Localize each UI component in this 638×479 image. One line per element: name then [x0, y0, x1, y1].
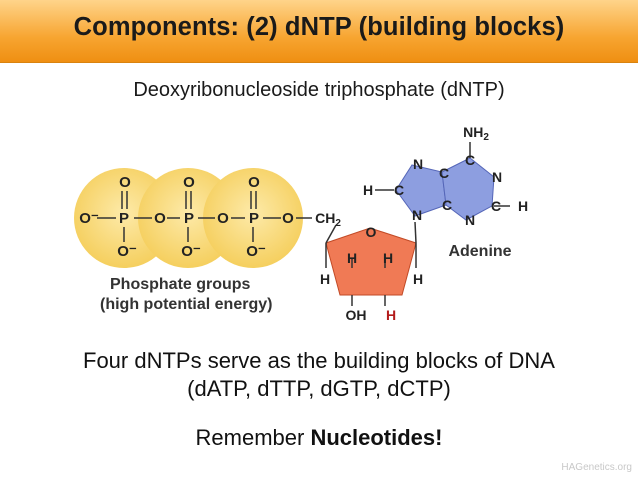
added-h-label: H [386, 307, 396, 323]
atom-n1: N [492, 169, 502, 185]
atom-oh: OH [346, 307, 367, 323]
atom-p-1: P [119, 210, 129, 227]
atom-o-bottom-2: O⁻ [181, 243, 201, 260]
atom-c6: C [465, 152, 475, 168]
atom-o-bottom-3: O⁻ [246, 243, 266, 260]
slide-subtitle: Deoxyribonucleoside triphosphate (dNTP) [133, 79, 505, 101]
title-bar [0, 0, 638, 63]
atom-n7: N [413, 156, 423, 172]
atom-h-sugar-right: H [413, 271, 423, 287]
atom-c8: C [394, 182, 404, 198]
atom-h-sugar-2: H [383, 250, 393, 266]
adenine-label: Adenine [448, 243, 511, 260]
phosphate-label-2: (high potential energy) [100, 296, 272, 313]
atom-o-bridge-3: O [282, 210, 294, 227]
remember-emphasis: Nucleotides! [310, 425, 443, 450]
slide-title: Components: (2) dNTP (building blocks) [73, 13, 565, 41]
atom-h-sugar-1: H [347, 250, 357, 266]
atom-h-c8: H [363, 182, 373, 198]
phosphate-label-1: Phosphate groups [110, 276, 251, 293]
atom-o-top-2: O [183, 174, 195, 191]
phosphate-circle-3 [203, 168, 303, 268]
atom-p-3: P [249, 210, 259, 227]
atom-o-minus-1: O⁻ [79, 210, 99, 227]
remember-prefix: Remember [195, 425, 311, 450]
atom-o-top-3: O [248, 174, 260, 191]
atom-h-sugar-left: H [320, 271, 330, 287]
atom-c5: C [439, 165, 449, 181]
atom-o-bridge-2: O [217, 210, 229, 227]
atom-ring-o: O [366, 224, 377, 240]
building-blocks-line: Four dNTPs serve as the building blocks … [83, 348, 555, 373]
atom-ch2: CH2 [315, 210, 341, 229]
atom-c4: C [442, 197, 452, 213]
atom-nh2: NH2 [463, 124, 489, 143]
atom-n9: N [412, 207, 422, 223]
watermark: HAGenetics.org [561, 462, 632, 473]
atom-p-2: P [184, 210, 194, 227]
atom-c2: C [491, 198, 501, 214]
atom-o-bottom-1: O⁻ [117, 243, 137, 260]
atom-o-bridge-1: O [154, 210, 166, 227]
remember-line: Remember Nucleotides! [0, 425, 638, 451]
bonds [97, 142, 510, 306]
dntp-list-line: (dATP, dTTP, dGTP, dCTP) [187, 376, 451, 401]
atom-o-top-1: O [119, 174, 131, 191]
adenine-ring-5 [395, 164, 447, 217]
sugar-ring [325, 227, 417, 296]
atom-h-c2: H [518, 198, 528, 214]
atom-n3: N [465, 212, 475, 228]
